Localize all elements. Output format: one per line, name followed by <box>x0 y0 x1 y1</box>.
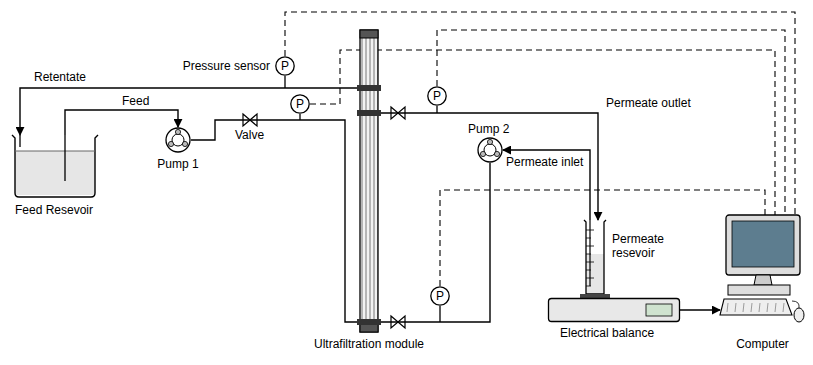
module-port <box>357 110 381 116</box>
sensor-letter: P <box>427 86 447 106</box>
stream-label: Retentate <box>34 70 86 84</box>
sensor-label: Pressure sensor <box>165 59 270 73</box>
sensor-circle <box>428 87 446 105</box>
sensor-circle <box>276 57 294 75</box>
flow-pipe <box>503 150 590 220</box>
component-label: Feed Resevoir <box>15 203 93 217</box>
sensor-stub <box>439 306 440 322</box>
keyboard <box>720 299 792 315</box>
keyboard-key <box>743 303 744 312</box>
permeate-liquid <box>586 254 604 294</box>
component-label: Electrical balance <box>560 326 654 340</box>
component-label: Pump 1 <box>157 157 198 171</box>
pump-icon: Pump 2 <box>477 137 503 163</box>
keyboard-key <box>751 303 752 312</box>
pump-roller <box>480 151 485 156</box>
flow-pipe <box>20 88 360 135</box>
module-port <box>357 319 381 325</box>
monitor-frame <box>726 215 800 275</box>
component-label: Permeate resevoir <box>612 232 674 260</box>
retentate-inlet-tube <box>19 135 20 147</box>
mouse-cable <box>792 301 799 308</box>
feed-reservoir: Feed Resevoir <box>10 135 100 197</box>
ultrafiltration-module-drawing <box>360 30 378 332</box>
flow-pipe <box>680 309 720 310</box>
cylinder-foot <box>580 294 610 298</box>
keyboard-key <box>735 303 736 312</box>
sensor-letter: P <box>430 286 450 306</box>
module-port <box>357 85 381 91</box>
monitor-stand <box>754 275 772 285</box>
pressure-sensor: P <box>427 86 447 106</box>
pump-roller <box>487 139 492 144</box>
sensor-stub <box>284 76 285 88</box>
feed-reservoir-drawing <box>10 135 100 197</box>
monitor-screen <box>732 221 794 267</box>
sensor-circle <box>431 287 449 305</box>
sensor-stub <box>436 106 437 113</box>
balance-display <box>646 304 672 316</box>
ultrafiltration-module: Ultrafiltration module <box>360 30 378 332</box>
inlet-dip-tube <box>589 220 590 286</box>
permeate-reservoir-drawing <box>584 220 606 298</box>
sensor-stub <box>299 114 300 120</box>
flow-pipe <box>65 110 178 135</box>
sensor-letter: P <box>275 56 295 76</box>
computer-case <box>728 285 790 295</box>
pump-casing <box>166 128 190 152</box>
stream-label: Permeate outlet <box>606 96 691 110</box>
signal-line <box>437 30 785 215</box>
keyboard-key <box>775 303 776 312</box>
cylinder-outline <box>584 220 606 294</box>
flow-pipe <box>378 113 598 220</box>
pump-roller <box>182 141 187 146</box>
component-label: Computer <box>736 337 789 351</box>
pump-casing <box>478 138 502 162</box>
module-end-cap <box>360 324 378 332</box>
pressure-sensor: P <box>290 94 310 114</box>
keyboard-key <box>727 303 728 312</box>
pressure-sensor: P <box>430 286 450 306</box>
component-label: Ultrafiltration module <box>314 337 424 351</box>
pump-roller <box>494 151 499 156</box>
pump-roller <box>168 141 173 146</box>
liquid-surface <box>15 151 95 152</box>
computer-icon-drawing <box>720 215 805 335</box>
pressure-sensor: P <box>275 56 295 76</box>
keyboard-key <box>759 303 760 312</box>
feed-liquid <box>15 151 95 195</box>
component-label: Pump 2 <box>468 122 509 136</box>
mouse <box>794 308 804 322</box>
stream-label: Permeate inlet <box>506 155 583 169</box>
pump-icon-drawing <box>477 137 503 163</box>
flow-pipe <box>191 120 360 322</box>
flow-pipe <box>378 163 490 322</box>
pump-icon-drawing <box>165 127 191 153</box>
keyboard-key <box>767 303 768 312</box>
module-shell <box>360 30 378 332</box>
feed-dip-tube <box>64 135 65 181</box>
keyboard-key <box>783 303 784 312</box>
computer-icon: Computer <box>720 215 805 335</box>
pump-icon: Pump 1 <box>165 127 191 153</box>
beaker-outline <box>12 135 98 197</box>
balance-body <box>549 299 680 322</box>
electrical-balance-drawing <box>548 298 680 322</box>
stream-label: Feed <box>122 94 149 108</box>
valve-label: Valve <box>235 128 264 142</box>
pump-roller <box>175 129 180 134</box>
sensor-letter: P <box>290 94 310 114</box>
electrical-balance: Electrical balance <box>548 298 680 322</box>
module-end-cap <box>360 30 378 38</box>
sensor-circle <box>291 95 309 113</box>
permeate-reservoir: Permeate resevoir <box>584 220 606 298</box>
